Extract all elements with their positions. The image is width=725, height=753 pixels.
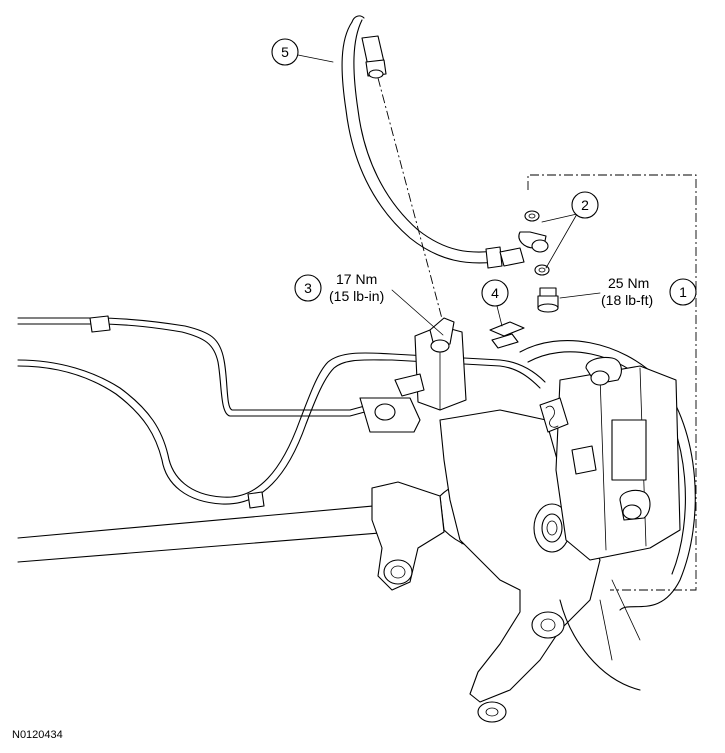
callout-2: 2 xyxy=(571,191,599,219)
hose-alignment-line xyxy=(377,77,446,331)
callout-1-number: 1 xyxy=(679,284,687,300)
brake-caliper xyxy=(539,356,681,561)
callout-4: 4 xyxy=(481,279,509,307)
callout-5-number: 5 xyxy=(281,44,289,60)
hose-bracket xyxy=(359,317,467,433)
sealing-washers xyxy=(518,210,550,276)
figure-id: N0120434 xyxy=(12,729,63,741)
leader-lines xyxy=(297,54,601,336)
banjo-bolt xyxy=(537,287,559,313)
callout-3: 3 17 Nm (15 lb-in) xyxy=(294,271,384,304)
callout-5: 5 xyxy=(271,38,299,66)
brake-lines xyxy=(17,315,546,509)
callout-3-torque-nm: 17 Nm xyxy=(336,271,377,287)
callout-1-torque-imperial: (18 lb-ft) xyxy=(601,292,653,308)
callout-3-torque-imperial: (15 lb-in) xyxy=(329,288,384,304)
callout-1: 1 25 Nm (18 lb-ft) xyxy=(601,275,697,308)
callout-1-torque-nm: 25 Nm xyxy=(608,275,649,291)
callout-2-number: 2 xyxy=(581,197,589,213)
callout-4-number: 4 xyxy=(491,285,499,301)
callout-3-number: 3 xyxy=(304,280,312,296)
detail-boundary-line xyxy=(527,174,697,591)
retaining-clip xyxy=(489,321,525,349)
brake-hose xyxy=(341,15,525,269)
